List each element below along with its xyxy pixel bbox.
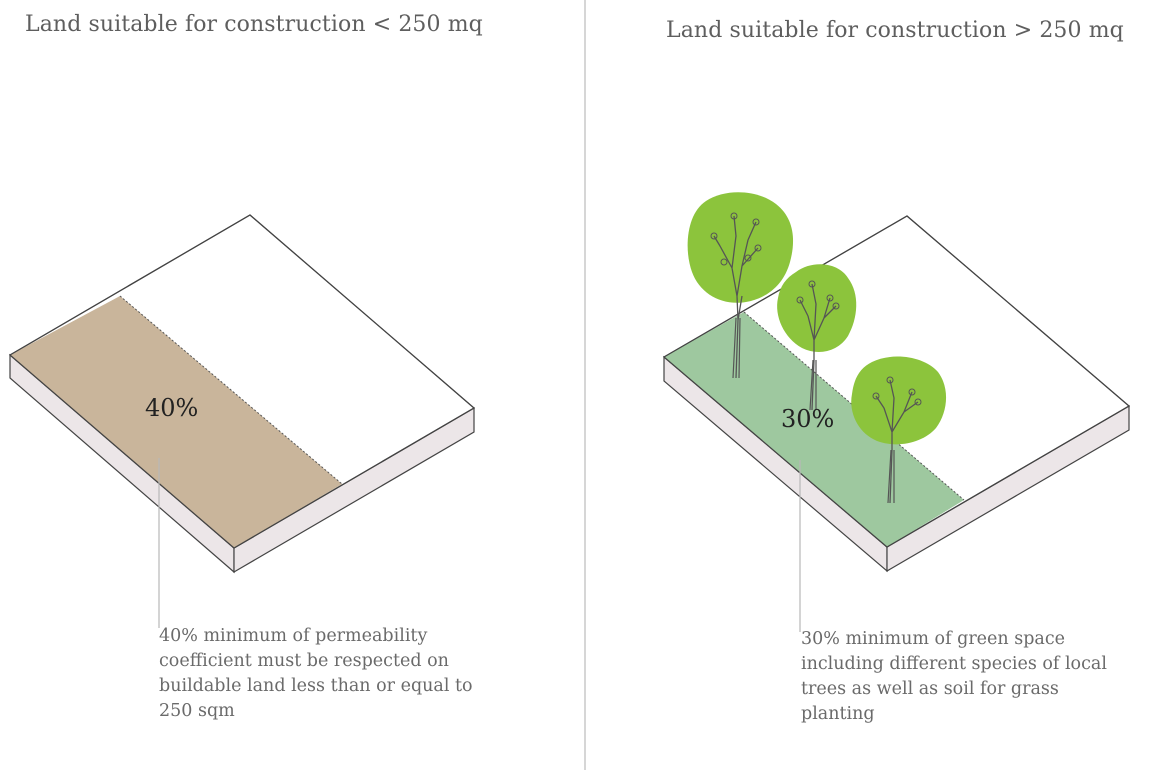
tree-icon: [851, 356, 947, 504]
caption: 40% minimum of permeability coefficient …: [159, 624, 539, 724]
caption: 30% minimum of green space including dif…: [801, 627, 1151, 727]
panel-small-lot: Land suitable for construction < 250 mq …: [8, 12, 539, 724]
caption-line: 30% minimum of green space: [801, 629, 1066, 649]
tree-icon: [777, 264, 857, 411]
percent-label: 30%: [781, 405, 834, 433]
caption-line: 40% minimum of permeability: [159, 626, 428, 646]
caption-line: planting: [801, 704, 875, 724]
caption-line: coefficient must be respected on: [159, 651, 449, 671]
panel-divider: [584, 0, 586, 770]
caption-line: 250 sqm: [159, 701, 235, 721]
percent-label: 40%: [145, 394, 198, 422]
permeable-area: [10, 296, 342, 548]
large-lot-diagram: 30%: [662, 192, 1131, 632]
panel-title: Land suitable for construction < 250 mq: [25, 12, 483, 37]
tree-icon: [687, 192, 794, 379]
caption-line: buildable land less than or equal to: [159, 676, 473, 696]
small-lot-diagram: 40%: [8, 214, 476, 628]
caption-line: including different species of local: [801, 654, 1107, 674]
caption-line: trees as well as soil for grass: [801, 679, 1059, 699]
panel-title: Land suitable for construction > 250 mq: [666, 18, 1124, 43]
panel-large-lot: Land suitable for construction > 250 mq: [586, 0, 1153, 770]
permeable-area-edge: [119, 295, 343, 485]
